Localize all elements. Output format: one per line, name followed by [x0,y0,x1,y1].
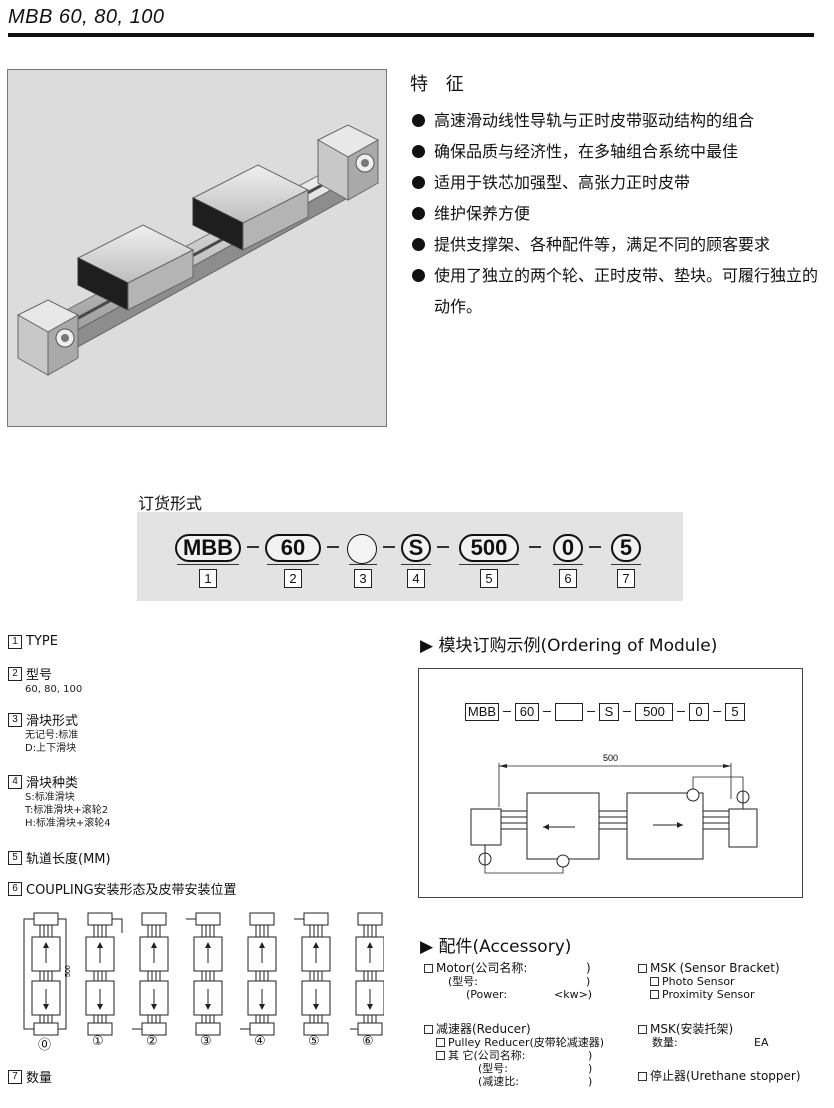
checkbox-mount-bracket[interactable] [638,1025,647,1034]
code-dash [713,711,721,712]
code-number: 2 [284,569,302,588]
coupling-dim-label: 500 [65,965,72,977]
code-model: 60 [265,534,321,562]
module-code-coupling: 0 [689,703,709,721]
code-dash [503,711,511,712]
coupling-label: ④ [254,1034,266,1049]
linear-module-illustration [16,124,380,376]
module-code-model: 60 [515,703,539,721]
code-number: 7 [617,569,635,588]
module-code-slider-type: S [599,703,619,721]
checkbox-proximity-sensor[interactable] [650,990,659,999]
checkbox-stopper[interactable] [638,1072,647,1081]
module-code-type: MBB [465,703,499,721]
ordering-code-panel: MBB 60 S 500 0 5 1 2 3 4 5 6 7 [137,512,683,601]
coupling-label: ⓪ [38,1038,52,1053]
product-image [7,69,387,427]
code-underline [553,564,583,565]
checkbox-photo-sensor[interactable] [650,977,659,986]
coupling-label: ③ [200,1034,212,1049]
code-dash [383,546,395,548]
code-dash [247,546,259,548]
coupling-labels: ⓪ ① ② ③ ④ ⑤ ⑥ [14,1034,384,1054]
code-dash [437,546,449,548]
checkbox-motor[interactable] [424,964,433,973]
code-quantity: 5 [611,534,641,562]
code-underline [267,564,319,565]
module-dim-label: 500 [603,753,618,763]
feature-item: 适用于铁芯加强型、高张力正时皮带 [410,167,820,198]
code-dash [543,711,551,712]
code-coupling: 0 [553,534,583,562]
code-dash [623,711,631,712]
code-slider-form [347,534,377,564]
accessory-sensor-bracket: MSK (Sensor Bracket) Photo Sensor Proxim… [638,962,818,1001]
code-number: 5 [480,569,498,588]
code-dash [529,546,541,548]
accessory-reducer: 减速器(Reducer) Pulley Reducer(皮带轮减速器) 其 它(… [424,1023,624,1088]
module-code-quantity: 5 [725,703,745,721]
code-length: 500 [459,534,519,562]
ordering-title: 订货形式 [138,494,203,513]
module-example-panel: MBB 60 S 500 0 5 500 [418,668,803,898]
code-type: MBB [175,534,241,562]
accessory-stopper: 停止器(Urethane stopper) [638,1070,818,1083]
feature-item: 提供支撑架、各种配件等，满足不同的顾客要求 [410,229,820,260]
code-slider-type: S [401,534,431,562]
code-dash [327,546,339,548]
feature-item: 使用了独立的两个轮、正时皮带、垫块。可履行独立的动作。 [410,260,820,322]
code-underline [401,564,431,565]
code-underline [611,564,641,565]
coupling-label: ⑤ [308,1034,320,1049]
module-code-length: 500 [635,703,673,721]
feature-item: 确保品质与经济性，在多轴组合系统中最佳 [410,136,820,167]
coupling-label: ① [92,1034,104,1049]
checkbox-reducer[interactable] [424,1025,433,1034]
code-underline [177,564,239,565]
coupling-label: ⑥ [362,1034,374,1049]
code-dash [587,711,595,712]
accessory-mount-bracket: MSK(安装托架) 数量:EA [638,1023,818,1049]
module-title: ▶ 模块订购示例(Ordering of Module) [420,636,718,656]
feature-list: 高速滑动线性导轨与正时皮带驱动结构的组合 确保品质与经济性，在多轴组合系统中最佳… [410,105,820,322]
accessory-motor: Motor(公司名称:) (型号:) (Power:<kw>) [424,962,624,1001]
code-number: 1 [199,569,217,588]
module-code-slider-form [555,703,583,721]
code-number: 3 [354,569,372,588]
coupling-label: ② [146,1034,158,1049]
feature-item: 高速滑动线性导轨与正时皮带驱动结构的组合 [410,105,820,136]
accessory-title: ▶ 配件(Accessory) [420,937,572,957]
page-title: MBB 60, 80, 100 [8,6,165,28]
header-divider [8,33,814,37]
code-number: 4 [407,569,425,588]
code-underline [349,564,377,565]
code-dash [589,546,601,548]
feature-item: 维护保养方便 [410,198,820,229]
code-number: 6 [559,569,577,588]
checkbox-pulley-reducer[interactable] [436,1038,445,1047]
module-diagram: 500 [470,753,758,874]
code-underline [459,564,519,565]
checkbox-other-reducer[interactable] [436,1051,445,1060]
code-dash [677,711,685,712]
checkbox-sensor-bracket[interactable] [638,964,647,973]
features-title: 特 征 [410,74,470,95]
